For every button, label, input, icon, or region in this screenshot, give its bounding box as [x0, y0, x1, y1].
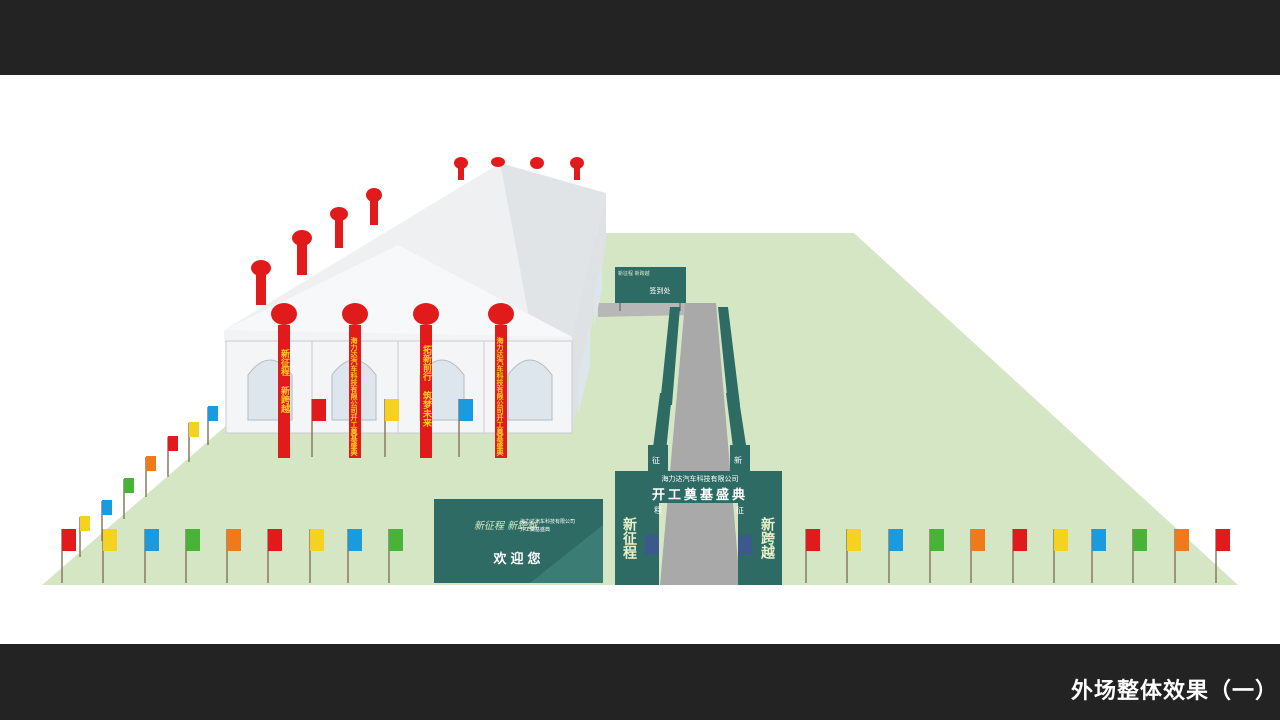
arch-gate	[615, 471, 782, 585]
welcome-board-shape	[434, 499, 603, 583]
venue-render: 新征程 新跨越 海力达汽车科技有限公司开工奠基盛典 拓新前行 筑梦未来 海力达汽…	[0, 75, 1280, 644]
front-flag-row	[61, 529, 1230, 583]
tent-banner-3-text: 拓新前行 筑梦未来	[421, 345, 431, 427]
arch-event: 开工奠基盛典	[651, 488, 748, 503]
venue-drawing	[42, 157, 1238, 585]
welcome-calligraphy: 新征程 新跨越	[474, 521, 538, 532]
bottom-letterbox-bar	[0, 644, 1280, 720]
welcome-greeting: 欢迎您	[493, 552, 545, 567]
arch-company: 海力达汽车科技有限公司	[661, 475, 739, 483]
welcome-event: 开工奠基盛典	[520, 527, 551, 533]
left-diagonal-flag-cloths	[80, 406, 218, 531]
central-aisle	[660, 303, 740, 585]
tent-banner-1-text: 新征程 新跨越	[279, 349, 289, 413]
arch-lower-left-text: 程	[654, 506, 662, 515]
arch-upper-left-text: 征	[652, 456, 660, 465]
arch-left-pillar-text: 新征程	[621, 517, 637, 559]
front-banner-poles	[271, 303, 514, 458]
arch-lower-right-text: 征	[736, 506, 744, 515]
roof-lanterns	[251, 157, 584, 305]
tent-front-flags	[311, 399, 473, 457]
arch-right-pillar-text: 新跨越	[759, 517, 775, 559]
arch-upper-right-text: 新	[734, 456, 742, 465]
top-letterbox-bar	[0, 0, 1280, 75]
aisle-rails	[648, 307, 750, 475]
tent-banner-2-text: 海力达汽车科技有限公司开工奠基盛典	[350, 337, 358, 456]
sign-in-board-shape	[615, 267, 686, 311]
slide-caption: 外场整体效果（一）	[1070, 678, 1278, 704]
lawn-ground	[42, 233, 1238, 585]
walkway	[598, 303, 690, 317]
sign-in-board-title: 签到处	[649, 287, 671, 295]
welcome-company: 海力达汽车科技有限公司	[520, 519, 576, 525]
sign-in-board-logo: 新征程 新跨越	[618, 271, 650, 277]
tent-banner-4-text: 海力达汽车科技有限公司开工奠基盛典	[496, 337, 504, 456]
